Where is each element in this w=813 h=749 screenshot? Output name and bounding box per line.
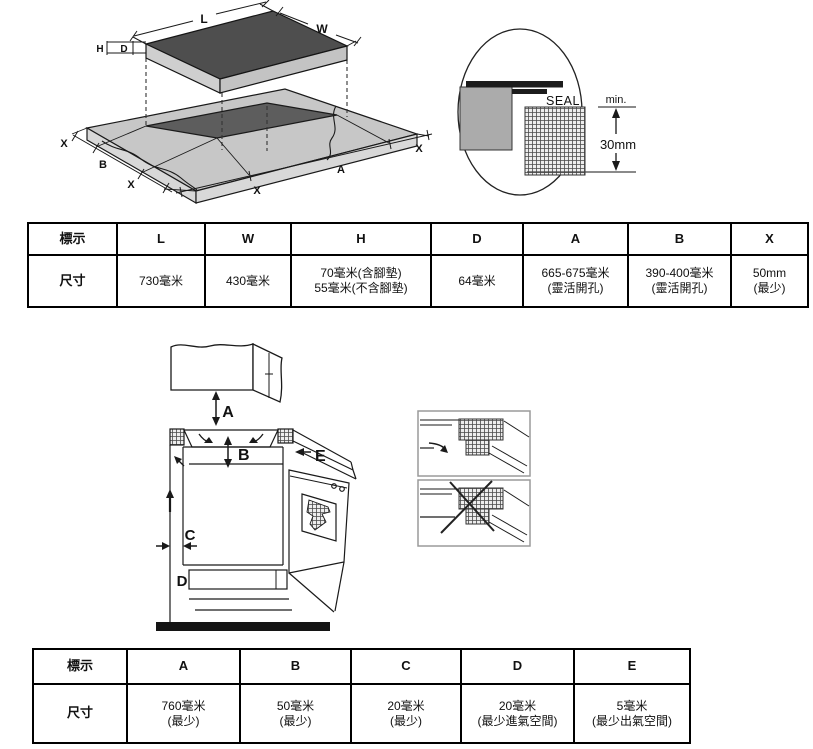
dim-label-a: A: [337, 164, 345, 176]
table1-header-cell: 標示: [27, 222, 118, 256]
dim-label-x-left: X: [60, 138, 68, 150]
table2-header-cell: A: [126, 648, 241, 685]
dimensions-table-clearance: 標示 A B C D E 尺寸 760毫米(最少) 50毫米(最少) 20毫米(…: [32, 648, 691, 744]
dim-label-d: D: [120, 44, 127, 55]
floor-bar: [156, 622, 330, 631]
table2-header-cell: 標示: [32, 648, 128, 685]
table1-header-row: 標示 L W H D A B X: [27, 222, 809, 256]
table1-header-cell: X: [730, 222, 809, 256]
table2-row-label: 尺寸: [32, 683, 128, 744]
dim-arrow-a: [212, 391, 220, 426]
cutout-dimensions-diagram: H D L W: [60, 0, 636, 205]
dimensions-table-cutout: 標示 L W H D A B X 尺寸 730毫米 430毫米 70毫米(含腳墊…: [27, 222, 809, 308]
dim-label-x-bottomleft: X: [127, 179, 135, 191]
seal-detail-circle: [457, 28, 636, 196]
table2-header-cell: E: [573, 648, 691, 685]
projection-lines: [145, 58, 348, 151]
dim-line-a: [175, 114, 433, 198]
dim-line-b: [71, 125, 218, 194]
seal-label: SEAL: [546, 94, 580, 108]
table2-header-cell: D: [460, 648, 575, 685]
height-annotation: [106, 41, 146, 55]
table1-value-cell: 390-400毫米(靈活開孔): [627, 254, 732, 308]
cabinet-front: [166, 445, 284, 623]
table1-header-cell: B: [627, 222, 732, 256]
oven-body: [288, 469, 350, 613]
table2-value-cell: 50毫米(最少): [239, 683, 352, 744]
worktop-band: [169, 428, 294, 465]
drawer-plinth: [188, 569, 292, 611]
dim-label-x-bottom: X: [253, 185, 261, 197]
min-label: min.: [606, 94, 627, 106]
dim-label-b: B: [99, 159, 107, 171]
table1-value-cell: 730毫米: [116, 254, 206, 308]
seal-correct-inset: [417, 410, 531, 477]
table2-value-cell: 760毫米(最少): [126, 683, 241, 744]
table1-value-cell: 64毫米: [430, 254, 524, 308]
hood-above: [170, 342, 283, 403]
table1-header-cell: D: [430, 222, 524, 256]
table1-value-cell: 665-675毫米(靈活開孔): [522, 254, 629, 308]
worktop-perspective: [292, 429, 357, 480]
table1-header-cell: A: [522, 222, 629, 256]
table1-row-label: 尺寸: [27, 254, 118, 308]
clearance-diagram: A B E: [156, 342, 531, 631]
seal-hatch-block: [524, 106, 586, 176]
cooktop-3d: [144, 10, 349, 94]
table2-data-row: 尺寸 760毫米(最少) 50毫米(最少) 20毫米(最少) 20毫米(最少進氣…: [32, 683, 691, 744]
dim-label-h: H: [96, 44, 103, 55]
dim-line-l: [129, 0, 274, 45]
table2-value-cell: 20毫米(最少進氣空間): [460, 683, 575, 744]
table2-header-cell: B: [239, 648, 352, 685]
table1-data-row: 尺寸 730毫米 430毫米 70毫米(含腳墊)55毫米(不含腳墊) 64毫米 …: [27, 254, 809, 308]
cross-out-mark: [440, 480, 495, 534]
table1-header-cell: H: [290, 222, 432, 256]
dim-label-b-side: B: [238, 447, 250, 464]
table1-header-cell: W: [204, 222, 292, 256]
dim-label-c-side: C: [185, 527, 196, 544]
clearance-value-label: 30mm: [600, 137, 636, 152]
table2-value-cell: 5毫米(最少出氣空間): [573, 683, 691, 744]
table2-header-cell: C: [350, 648, 462, 685]
table1-value-cell: 430毫米: [204, 254, 292, 308]
table2-value-cell: 20毫米(最少): [350, 683, 462, 744]
table1-value-cell: 50mm(最少): [730, 254, 809, 308]
table1-header-cell: L: [116, 222, 206, 256]
dim-label-a-side: A: [222, 404, 234, 421]
oven-window-reflection: [306, 499, 331, 531]
dim-label-l: L: [200, 12, 207, 26]
table1-value-cell: 70毫米(含腳墊)55毫米(不含腳墊): [290, 254, 432, 308]
dim-label-x-right: X: [415, 143, 423, 155]
dim-arrow-b: [224, 436, 232, 468]
seal-wrong-inset: [417, 479, 531, 547]
dim-line-w: [275, 6, 362, 47]
dim-label-e-side: E: [315, 448, 326, 465]
dim-arrow-c: [156, 542, 197, 550]
dim-label-w: W: [316, 22, 328, 36]
dim-label-d-side: D: [177, 573, 188, 590]
table2-header-row: 標示 A B C D E: [32, 648, 691, 685]
